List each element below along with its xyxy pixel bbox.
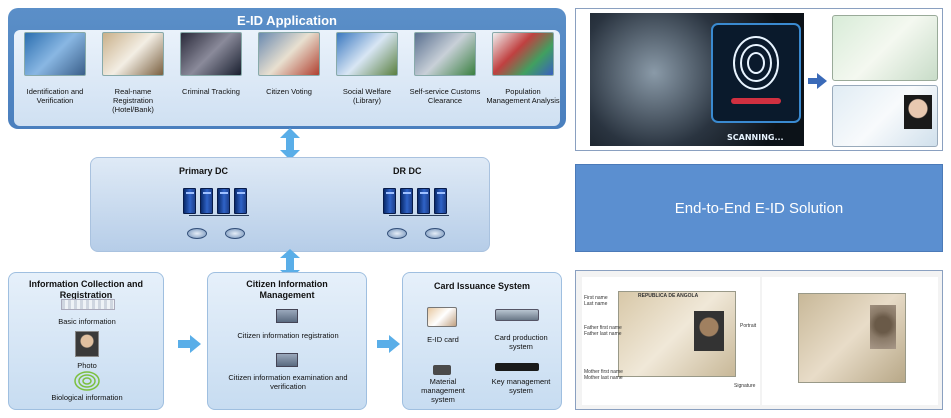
card-label: Last name (584, 301, 608, 307)
card-fingerprint-image (870, 305, 896, 349)
app-label: Self-service Customs Clearance (409, 87, 481, 105)
card-sample-panel: REPUBLICA DE ANGOLA First name Last name… (575, 270, 943, 410)
solution-banner-text: End-to-End E-ID Solution (674, 199, 844, 217)
face-scan-panel: SCANNING... (575, 8, 943, 151)
portrait-label: Portrait (740, 323, 757, 329)
server-icon (400, 188, 413, 214)
eid-card-label: E-ID card (427, 335, 459, 344)
server-icon (183, 188, 196, 214)
photo-image (75, 331, 99, 357)
population-chart-image (492, 32, 554, 76)
basic-information-label: Basic information (58, 317, 116, 326)
router-icon (425, 228, 445, 239)
app-social-welfare: Social Welfare (Library) (330, 32, 404, 105)
solution-banner: End-to-End E-ID Solution (575, 164, 943, 252)
card-header-text: REPUBLICA DE ANGOLA (638, 293, 699, 299)
app-label: Identification and Verification (26, 87, 84, 105)
card-production-label: Card production system (494, 333, 548, 351)
card-portrait-image (694, 311, 724, 351)
double-arrow-icon (280, 249, 300, 279)
card-label: Mother first name (584, 369, 623, 375)
collection-title: Information Collection and Registration (29, 279, 143, 300)
server-icon (200, 188, 213, 214)
scanning-label: SCANNING... (727, 133, 784, 142)
app-population: Population Management Analysis (486, 32, 560, 105)
card-label: Father last name (584, 331, 622, 337)
app-citizen-voting: Citizen Voting (252, 32, 326, 96)
workstation-icon (276, 353, 298, 367)
biological-information-label: Biological information (51, 393, 123, 402)
app-label: Criminal Tracking (182, 87, 240, 96)
criminal-tracking-image (180, 32, 242, 76)
card-label: Mother last name (584, 375, 623, 381)
server-icon (217, 188, 230, 214)
id-card-back-image (832, 15, 938, 81)
right-arrow-icon (377, 335, 400, 353)
real-name-image (102, 32, 164, 76)
management-title: Citizen Information Management (246, 279, 328, 300)
eid-card-image (427, 307, 457, 327)
key-device-icon (495, 363, 539, 371)
information-collection-panel: Information Collection and Registration … (8, 272, 164, 410)
form-image (61, 299, 115, 310)
card-printer-image (495, 309, 539, 321)
server-icon (417, 188, 430, 214)
fingerprint-icon (74, 371, 100, 391)
server-icon (383, 188, 396, 214)
card-label: Father first name (584, 325, 622, 331)
app-real-name: Real-name Registration (Hotel/Bank) (96, 32, 170, 114)
key-management-label: Key management system (491, 377, 551, 395)
fingerprint-scan-icon (711, 23, 801, 123)
identification-image (24, 32, 86, 76)
app-identification: Identification and Verification (18, 32, 92, 105)
registration-label: Citizen information registration (237, 331, 339, 340)
card-issuance-panel: Card Issuance System E-ID card Card prod… (402, 272, 562, 410)
id-portrait-image (904, 95, 932, 129)
network-wire (389, 215, 449, 216)
network-wire (189, 215, 249, 216)
data-center-panel: Primary DC DR DC (90, 157, 490, 252)
material-device-icon (433, 365, 451, 375)
app-customs: Self-service Customs Clearance (408, 32, 482, 105)
eid-application-panel: E-ID Application Identification and Veri… (8, 8, 566, 129)
card-label: First name (584, 295, 608, 301)
customs-image (414, 32, 476, 76)
right-arrow-icon (178, 335, 201, 353)
application-strip: Identification and Verification Real-nam… (14, 30, 560, 126)
card-labels-left-2: Father first name Father last name (584, 325, 622, 337)
material-management-label: Material management system (421, 377, 465, 404)
social-welfare-image (336, 32, 398, 76)
server-icon (434, 188, 447, 214)
app-label: Real-name Registration (Hotel/Bank) (112, 87, 154, 114)
primary-dc-label: Primary DC (179, 166, 229, 176)
photo-label: Photo (77, 361, 97, 370)
citizen-voting-image (258, 32, 320, 76)
router-icon (387, 228, 407, 239)
right-arrow-icon (808, 73, 827, 89)
router-icon (187, 228, 207, 239)
examination-label: Citizen information examination and veri… (228, 373, 348, 391)
annotated-card-front: REPUBLICA DE ANGOLA First name Last name… (582, 277, 760, 405)
server-icon (234, 188, 247, 214)
card-labels-left-3: Mother first name Mother last name (584, 369, 623, 381)
double-arrow-icon (280, 128, 300, 160)
app-criminal-tracking: Criminal Tracking (174, 32, 248, 96)
annotated-card-back (762, 277, 938, 405)
dr-dc-label: DR DC (393, 166, 422, 176)
card-labels-left-1: First name Last name (584, 295, 608, 307)
app-label: Citizen Voting (266, 87, 312, 96)
app-label: Population Management Analysis (486, 87, 560, 105)
card-issuance-title: Card Issuance System (433, 281, 531, 291)
app-label: Social Welfare (Library) (342, 87, 392, 105)
citizen-information-management-panel: Citizen Information Management Citizen i… (207, 272, 367, 410)
router-icon (225, 228, 245, 239)
workstation-icon (276, 309, 298, 323)
eid-application-title: E-ID Application (237, 13, 337, 28)
signature-label: Signature (734, 383, 756, 389)
